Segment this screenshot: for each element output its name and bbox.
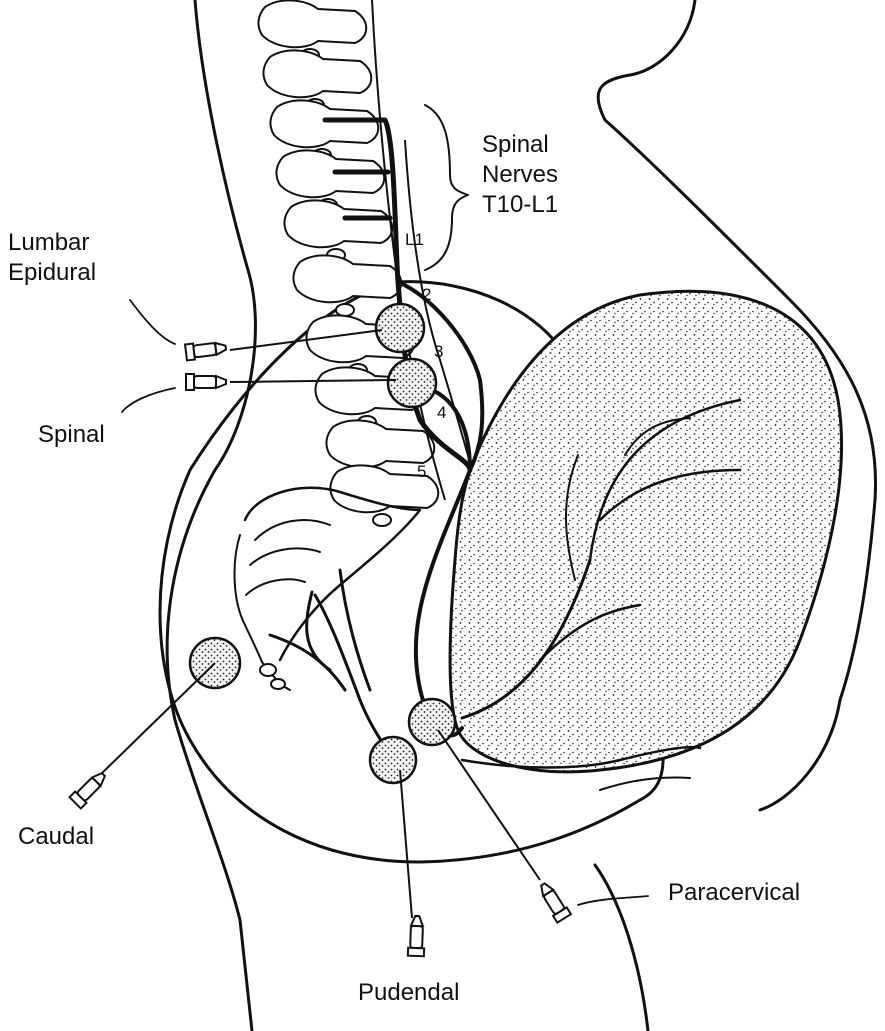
vertebra	[263, 50, 371, 97]
lumbar-epidural-label: Lumbar Epidural	[8, 228, 96, 288]
spinal-label: Spinal	[38, 420, 105, 450]
caudal-needle	[70, 663, 215, 808]
vertebra	[284, 200, 392, 247]
vertebra	[293, 255, 401, 302]
spinal-site	[388, 359, 436, 407]
paracervical-label: Paracervical	[668, 878, 800, 908]
vertebra	[326, 420, 434, 467]
sacrum	[235, 488, 420, 690]
spinal-canal	[372, 0, 445, 500]
uterus	[450, 291, 841, 790]
spinal-nerves-label: Spinal Nerves T10-L1	[482, 130, 558, 220]
intervertebral-foramen	[373, 514, 391, 526]
vertebra-label-5: 5	[417, 462, 426, 481]
pudendal-site	[370, 737, 416, 783]
intervertebral-foramen	[336, 304, 354, 316]
paracervical-site	[409, 699, 455, 745]
caudal-label: Caudal	[18, 822, 94, 852]
vertebra	[258, 0, 366, 47]
lumbar-epidural-site	[376, 304, 424, 352]
vertebra	[270, 100, 378, 147]
vertebra-label-l1: L1	[405, 230, 424, 249]
pudendal-label: Pudendal	[358, 978, 459, 1008]
vertebra-label-2: 2	[422, 285, 431, 304]
vertebra-label-3: 3	[434, 342, 443, 361]
vertebra-label-4: 4	[437, 403, 446, 422]
